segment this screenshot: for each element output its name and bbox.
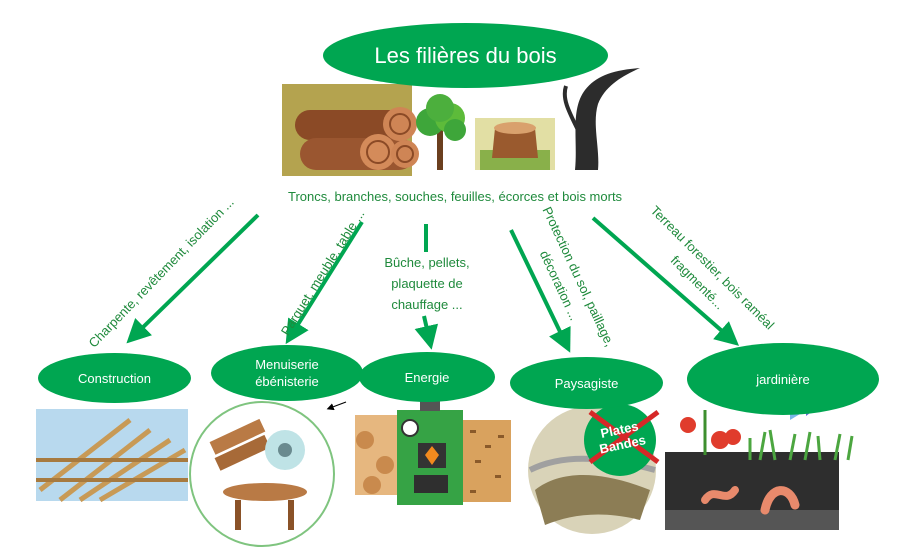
sources-caption: Troncs, branches, souches, feuilles, éco… — [288, 189, 623, 204]
category-jardiniere: jardinière — [687, 343, 879, 415]
arrow-menuiserie — [285, 220, 364, 345]
jardiniere-image — [665, 402, 854, 530]
dead-tree-image — [562, 68, 640, 170]
title-oval: Les filières du bois — [323, 23, 608, 88]
stump-image — [475, 118, 555, 170]
construction-image — [36, 409, 188, 503]
category-paysagiste-label: Paysagiste — [554, 375, 619, 391]
category-energie: Energie — [359, 352, 495, 402]
menuiserie-image — [189, 401, 335, 547]
category-jardiniere-label: jardinière — [756, 371, 810, 387]
label-energie-line1: Bûche, pellets, — [384, 255, 470, 270]
arrow-paysagiste — [509, 229, 571, 353]
small-black-arrow — [326, 401, 347, 411]
label-energie-line2: plaquette de — [391, 276, 463, 291]
category-energie-label: Energie — [404, 369, 450, 385]
category-construction: Construction — [38, 353, 191, 403]
arrow-construction — [126, 213, 260, 344]
logs-image — [282, 84, 419, 176]
label-energie-line3: chauffage ... — [391, 297, 463, 312]
cross-mark — [588, 409, 660, 465]
category-menuiserie: Menuiserie ébénisterie — [211, 345, 363, 401]
page-title: Les filières du bois — [374, 42, 557, 68]
category-paysagiste: Paysagiste — [510, 357, 663, 409]
arrow-energie — [414, 315, 439, 350]
category-construction-label: Construction — [78, 370, 151, 386]
label-energie: Bûche, pellets, plaquette de chauffage .… — [372, 252, 482, 315]
arrow-jardiniere — [591, 216, 740, 346]
tree-image — [416, 94, 466, 170]
energie-image — [355, 401, 511, 505]
category-menuiserie-label: Menuiserie ébénisterie — [255, 357, 319, 389]
